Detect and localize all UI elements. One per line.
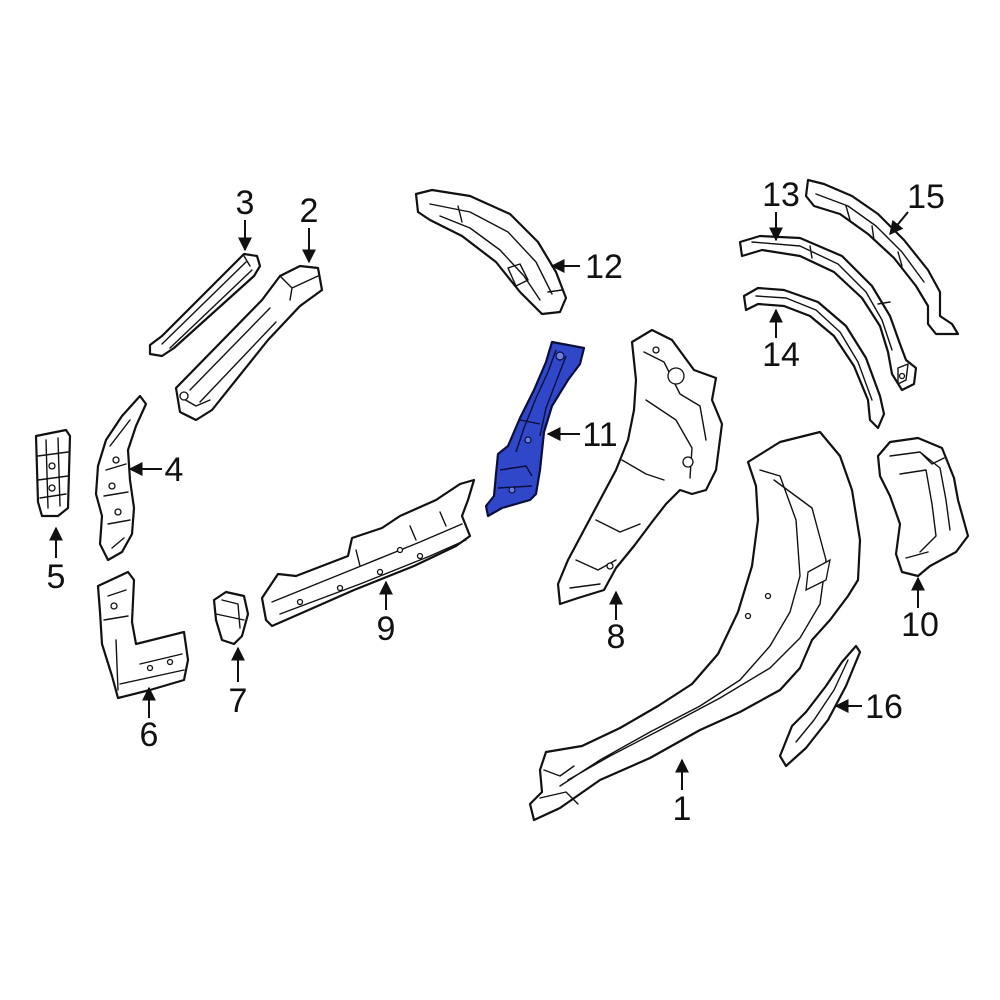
part-11-highlighted[interactable] [484, 340, 586, 518]
callout-labels: 1 2 3 4 5 6 7 8 9 10 11 12 13 14 15 16 [47, 176, 945, 828]
part-14[interactable] [742, 286, 886, 430]
part-6[interactable] [96, 570, 190, 700]
part-8[interactable] [556, 328, 724, 606]
part-12[interactable] [414, 188, 568, 316]
part-16[interactable] [778, 644, 862, 768]
callout-5[interactable]: 5 [47, 558, 66, 596]
callout-9[interactable]: 9 [377, 610, 396, 648]
callout-15[interactable]: 15 [907, 178, 945, 216]
callout-6[interactable]: 6 [140, 716, 159, 754]
leader-lines [49, 211, 925, 790]
callout-1[interactable]: 1 [673, 790, 692, 828]
callout-8[interactable]: 8 [607, 618, 626, 656]
callout-11[interactable]: 11 [582, 416, 617, 454]
callout-16[interactable]: 16 [865, 688, 903, 726]
callout-4[interactable]: 4 [165, 451, 184, 489]
part-15[interactable] [804, 178, 960, 336]
part-9[interactable] [260, 478, 476, 628]
callout-13[interactable]: 13 [762, 176, 800, 214]
part-4[interactable] [94, 394, 148, 562]
callout-14[interactable]: 14 [762, 336, 800, 374]
part-5[interactable] [34, 428, 72, 518]
callout-7[interactable]: 7 [229, 682, 248, 720]
part-1[interactable] [528, 430, 862, 822]
callout-12[interactable]: 12 [585, 248, 623, 286]
part-10[interactable] [876, 436, 970, 578]
part-7[interactable] [212, 590, 250, 646]
callout-10[interactable]: 10 [901, 606, 939, 644]
part-3[interactable] [148, 252, 262, 358]
callout-3[interactable]: 3 [236, 184, 255, 222]
callout-2[interactable]: 2 [300, 192, 319, 230]
part-2[interactable] [174, 264, 324, 422]
part-13[interactable] [738, 234, 918, 392]
